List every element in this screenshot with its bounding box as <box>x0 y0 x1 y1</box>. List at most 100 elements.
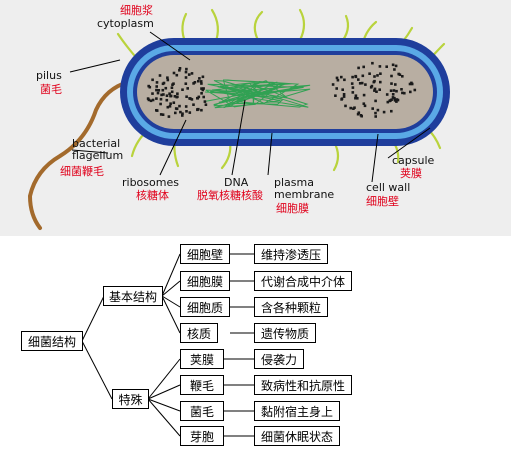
ribosome-dot <box>155 97 158 100</box>
ribosome-dot <box>179 110 182 114</box>
ribosome-dot <box>151 92 154 95</box>
ribosome-dot <box>356 97 359 100</box>
label-ribosomes-zh: 核糖体 <box>136 189 169 202</box>
label-pilus-zh: 菌毛 <box>40 83 62 96</box>
label-cytoplasm-zh: 细胞浆 <box>120 4 153 17</box>
ribosome-dot <box>199 80 203 83</box>
ribosome-dot <box>146 97 150 100</box>
ribosome-dot <box>162 81 166 85</box>
ribosome-dot <box>165 98 169 102</box>
ribosome-dot <box>413 88 417 92</box>
label-cytoplasm: cytoplasm <box>97 17 154 30</box>
ribosome-dot <box>169 102 172 105</box>
ribosome-dot <box>379 72 382 75</box>
ribosome-dot <box>401 75 404 78</box>
label-plasma-1: plasma <box>274 176 314 189</box>
tree-node-cell-wall: 细胞壁 <box>180 244 230 264</box>
ribosome-dot <box>354 96 357 100</box>
ribosome-dot <box>173 95 177 98</box>
ribosome-dot <box>395 89 398 93</box>
ribosome-dot <box>349 106 352 110</box>
ribosome-dot <box>174 111 177 115</box>
leader-lines <box>69 31 431 183</box>
ribosome-dot <box>178 69 181 72</box>
ribosome-dot <box>362 93 366 97</box>
pilus-strand <box>332 140 340 172</box>
ribosome-dot <box>178 104 181 108</box>
ribosome-dot <box>343 78 346 82</box>
ribosome-dot <box>197 95 201 99</box>
ribosome-dot <box>376 74 379 77</box>
ribosome-dot <box>172 71 176 75</box>
ribosome-dot <box>155 81 159 84</box>
ribosome-dot <box>184 70 188 74</box>
ribosome-dot <box>400 88 403 91</box>
ribosome-dot <box>396 98 400 102</box>
ribosome-dot <box>197 79 200 83</box>
ribosome-dot <box>172 101 176 104</box>
ribosome-dot <box>159 102 162 106</box>
ribosome-dot <box>151 78 154 82</box>
ribosome-dot <box>185 67 188 71</box>
label-ribosomes: ribosomes <box>122 176 179 189</box>
ribosome-dot <box>401 91 404 95</box>
ribosome-dot <box>391 96 395 99</box>
ribosome-dot <box>351 91 355 94</box>
ribosome-dot <box>161 113 165 116</box>
label-flagellum-1: bacterial <box>72 137 121 150</box>
ribosome-dot <box>192 103 195 106</box>
tree-desc-cytoplasm: 含各种颗粒 <box>254 297 328 317</box>
ribosome-dot <box>390 82 393 85</box>
tree-desc-cell-membrane: 代谢合成中介体 <box>254 271 352 291</box>
ribosome-dot <box>371 61 374 65</box>
label-plasma-2: membrane <box>274 188 335 201</box>
ribosome-dot <box>200 87 203 90</box>
ribosome-dot <box>176 92 179 95</box>
ribosome-dot <box>155 85 158 88</box>
ribosome-dot <box>354 94 358 97</box>
label-plasma-zh: 细胞膜 <box>276 202 309 215</box>
ribosome-dot <box>158 74 162 77</box>
tree-special-structure: 特殊 <box>112 389 149 409</box>
bacterium-illustration <box>27 8 450 230</box>
tree-node-capsule: 荚膜 <box>180 349 224 369</box>
tree-node-pilus: 菌毛 <box>180 401 224 421</box>
ribosome-dot <box>373 89 376 92</box>
ribosome-dot <box>159 113 163 116</box>
ribosome-dot <box>203 100 207 103</box>
ribosome-dot <box>357 111 361 114</box>
ribosome-dot <box>393 68 396 71</box>
ribosome-dot <box>157 89 161 92</box>
ribosome-dot <box>390 109 393 113</box>
ribosome-dot <box>364 83 367 86</box>
ribosome-dot <box>190 98 194 101</box>
ribosome-dot <box>185 110 188 113</box>
ribosome-dot <box>373 75 376 78</box>
ribosome-dot <box>200 108 203 112</box>
label-flagellum-2: flagellum <box>72 149 124 162</box>
ribosome-dot <box>378 88 381 91</box>
ribosome-dot <box>403 91 406 95</box>
pilus-strand <box>253 10 264 42</box>
flagellum-strand <box>27 78 140 230</box>
ribosome-dot <box>357 66 360 70</box>
ribosome-dot <box>351 86 355 89</box>
ribosome-dot <box>168 105 172 108</box>
dna-region <box>204 79 311 109</box>
ribosome-dot <box>188 97 191 100</box>
ribosome-dot <box>371 107 374 110</box>
ribosome-dot <box>178 67 182 70</box>
tree-basic-structure: 基本结构 <box>103 286 163 306</box>
ribosome-dot <box>164 86 168 90</box>
ribosome-dot <box>181 88 184 91</box>
ribosome-dot <box>335 87 338 90</box>
ribosome-dot <box>391 63 395 67</box>
ribosome-dot <box>188 111 192 114</box>
ribosome-dot <box>409 90 412 94</box>
ribosome-dot <box>200 92 203 95</box>
ribosome-dot <box>392 89 396 92</box>
ribosome-dot <box>172 82 175 85</box>
ribosome-dot <box>181 112 184 115</box>
ribosome-dot <box>394 64 398 68</box>
ribosome-dot <box>167 115 171 118</box>
